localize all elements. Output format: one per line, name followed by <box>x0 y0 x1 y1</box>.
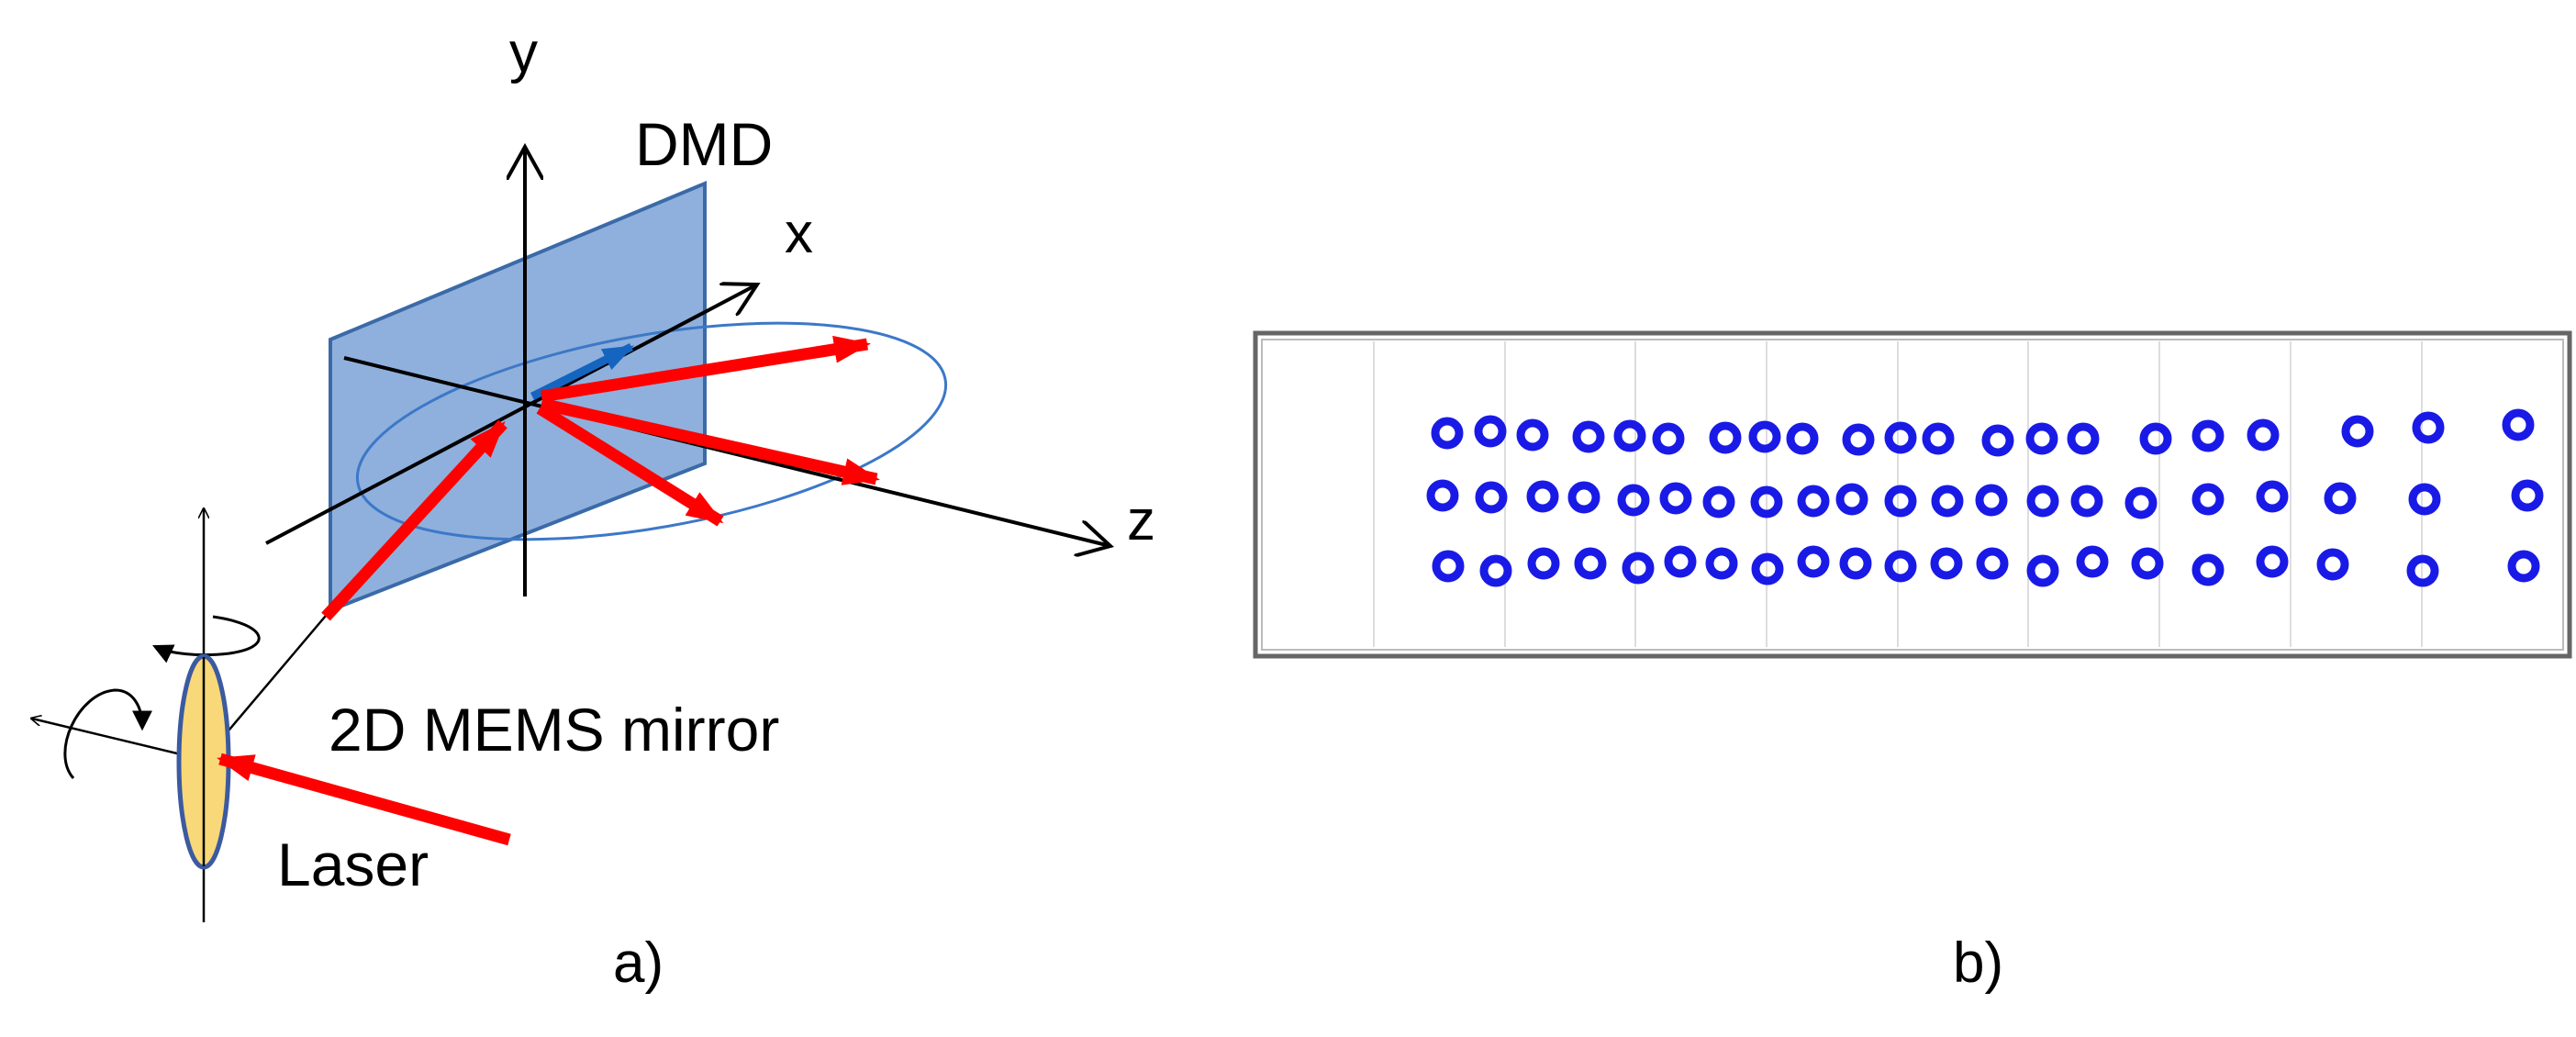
laser-spot <box>1475 481 1508 514</box>
laser-spot <box>1613 419 1646 452</box>
laser-spot <box>2076 545 2109 578</box>
caption-b: b) <box>1953 931 2003 995</box>
mirror-horizontal-axis <box>32 719 205 762</box>
laser-spot <box>1842 423 1875 456</box>
laser-spot <box>1702 485 1735 518</box>
laser-spot <box>2408 483 2441 516</box>
dmd-normal-arrow <box>530 342 635 401</box>
laser-spot <box>1659 482 1692 515</box>
laser-spot <box>1705 547 1738 580</box>
laser-spot <box>1567 481 1600 514</box>
laser-spot <box>1786 422 1819 455</box>
panel-b: b) <box>1253 330 2572 995</box>
laser-spot <box>2191 553 2225 586</box>
caption-a: a) <box>613 931 664 995</box>
laser-spot <box>1474 415 1507 448</box>
laser-spot <box>2507 550 2540 583</box>
frame-grid-lines <box>1373 341 2423 647</box>
scan-ellipse <box>355 321 948 541</box>
laser-spot <box>1931 485 1964 518</box>
laser-spot <box>1797 545 1830 578</box>
laser-input-beam <box>217 753 511 846</box>
laser-spot <box>2067 422 2100 455</box>
laser-spot <box>1664 545 1697 578</box>
z-axis <box>343 356 1110 546</box>
laser-spot <box>1797 485 1830 518</box>
laser-spot <box>1617 484 1650 517</box>
laser-spot <box>2316 548 2349 581</box>
laser-spot <box>1622 552 1655 585</box>
laser-spot <box>1652 422 1685 455</box>
laser-spot <box>2502 408 2535 441</box>
laser-spot <box>2191 483 2225 516</box>
laser-spot <box>1526 480 1559 513</box>
laser-spot <box>1527 547 1560 580</box>
laser-spot <box>1750 485 1783 518</box>
laser-spot <box>1981 424 2014 457</box>
laser-spot <box>2026 554 2059 587</box>
mirror-to-dmd-beam <box>321 419 507 621</box>
x-axis <box>265 284 757 545</box>
mirror-label: 2D MEMS mirror <box>329 696 779 764</box>
laser-spot <box>1748 420 1781 453</box>
laser-spot <box>2131 547 2164 580</box>
laser-spot <box>1884 421 1917 454</box>
laser-spot <box>2139 422 2172 455</box>
laser-spot <box>1709 421 1742 454</box>
laser-spot <box>2070 485 2103 518</box>
reflected-beam-3 <box>536 403 724 527</box>
laser-spot <box>2412 411 2445 444</box>
laser-spot <box>2511 479 2544 512</box>
laser-spot <box>1930 547 1963 580</box>
laser-spot <box>1432 550 1465 583</box>
y-axis-label: y <box>509 21 538 84</box>
laser-spot <box>1975 484 2008 517</box>
rotation-arrow-horizontal-icon <box>63 688 152 779</box>
laser-spot <box>2341 415 2374 448</box>
laser-spot <box>2191 419 2225 452</box>
laser-spot <box>1839 547 1872 580</box>
laser-spot <box>1884 485 1917 518</box>
laser-spot <box>1574 547 1607 580</box>
laser-spot <box>1976 547 2009 580</box>
laser-spot <box>1479 554 1512 587</box>
laser-spot <box>2256 545 2289 578</box>
laser-spot <box>2406 554 2439 587</box>
laser-spot <box>2124 486 2158 519</box>
reflected-beam-1 <box>540 335 871 403</box>
camera-frame-inner <box>1261 339 2564 651</box>
laser-spot <box>2025 422 2058 455</box>
laser-spot <box>2324 482 2357 515</box>
laser-spot <box>1835 483 1868 516</box>
rotation-arrow-vertical-icon <box>152 615 261 663</box>
laser-spot <box>1572 420 1605 453</box>
laser-spot <box>2256 480 2289 513</box>
laser-spot <box>2247 418 2280 452</box>
panel-a: y x z DMD 2D MEMS mirror Laser a) <box>32 21 1155 995</box>
laser-spot <box>1884 550 1917 583</box>
x-axis-label: x <box>785 202 813 265</box>
spot-array <box>1426 408 2544 587</box>
laser-spot <box>1426 479 1459 512</box>
z-axis-label: z <box>1127 489 1155 552</box>
dmd-label: DMD <box>635 110 773 178</box>
laser-spot <box>1516 418 1549 452</box>
laser-spot <box>2026 485 2059 518</box>
laser-spot <box>1751 552 1784 585</box>
laser-spot <box>1922 422 1955 455</box>
reflected-beam-2 <box>540 397 880 485</box>
laser-label: Laser <box>277 831 429 898</box>
laser-spot <box>1431 417 1464 450</box>
